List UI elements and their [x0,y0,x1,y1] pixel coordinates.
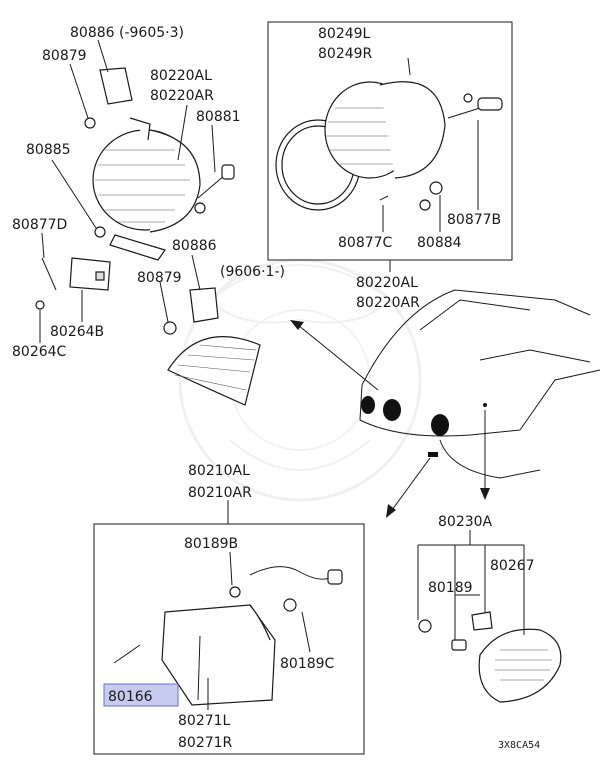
label-80264B[interactable]: 80264B [50,324,104,340]
fog-lamp-revised [159,254,261,406]
label-80884[interactable]: 80884 [417,235,462,251]
label-80877C[interactable]: 80877C [338,235,393,251]
part-labels: 80886 (-9605·3) 80879 80220AL 80220AR 80… [12,25,540,751]
label-date-b: (9606·1-) [220,264,285,280]
label-80879-a[interactable]: 80879 [42,48,87,64]
label-80877B[interactable]: 80877B [447,212,501,228]
leader-lines-right [417,530,525,640]
label-80271R[interactable]: 80271R [178,735,233,751]
label-80230A[interactable]: 80230A [438,514,493,530]
label-80267[interactable]: 80267 [490,558,535,574]
fog-lamp-inset-parts [275,57,503,211]
label-80249L[interactable]: 80249L [318,26,371,42]
label-80166[interactable]: 80166 [108,689,153,705]
label-80264C[interactable]: 80264C [12,344,67,360]
label-80879-b[interactable]: 80879 [137,270,182,286]
side-marker-lamp [418,611,562,703]
diagram-code: 3X8CA54 [498,740,540,751]
label-80189C[interactable]: 80189C [280,656,335,672]
label-80249R[interactable]: 80249R [318,46,373,62]
leader-lines-top-left [39,39,216,343]
label-80210AR[interactable]: 80210AR [188,485,252,501]
pointer-arrows [290,320,490,518]
label-80220AL-a[interactable]: 80220AL [150,68,212,84]
part-highlight-80166 [103,683,179,707]
label-80877D[interactable]: 80877D [12,217,67,233]
leader-lines-bottom-left [207,500,311,710]
label-80189[interactable]: 80189 [428,580,473,596]
label-80189B[interactable]: 80189B [184,536,238,552]
leader-lines-inset [382,120,479,272]
label-80210AL[interactable]: 80210AL [188,463,250,479]
vehicle-front-outline [359,289,601,479]
inset-box-turn-lamp [93,523,365,755]
label-80271L[interactable]: 80271L [178,713,231,729]
label-80220AR-a[interactable]: 80220AR [150,88,214,104]
label-80885[interactable]: 80885 [26,142,71,158]
fog-lamp-assembly-left [35,67,235,310]
label-80220AL-b[interactable]: 80220AL [356,275,418,291]
label-80886-date[interactable]: 80886 (-9605·3) [70,25,184,41]
label-80886-b[interactable]: 80886 [172,238,217,254]
label-80220AR-b[interactable]: 80220AR [356,295,420,311]
label-80881[interactable]: 80881 [196,109,241,125]
turn-lamp-parts [113,566,343,706]
